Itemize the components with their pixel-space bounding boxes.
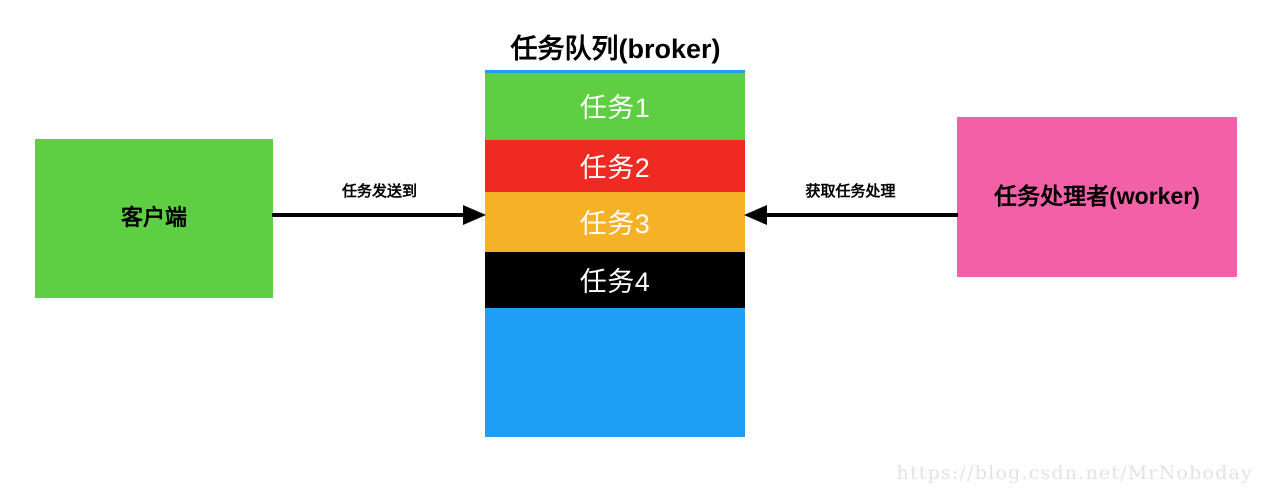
diagram-title-text: 任务队列(broker) bbox=[510, 34, 721, 64]
arrow-label-fetch-task: 获取任务处理 bbox=[805, 183, 896, 200]
arrow-client-to-broker bbox=[272, 205, 486, 225]
queue-slot-4-label: 任务4 bbox=[579, 266, 651, 297]
client-node-label: 客户端 bbox=[120, 205, 187, 231]
client-node: 客户端 bbox=[35, 139, 273, 298]
queue-slot-4: 任务4 bbox=[485, 252, 745, 308]
queue-slot-1: 任务1 bbox=[485, 73, 745, 140]
queue-slot-2: 任务2 bbox=[485, 140, 745, 192]
diagram-title: 任务队列(broker) bbox=[0, 27, 1267, 66]
arrow-worker-to-broker bbox=[744, 205, 958, 225]
watermark: https://blog.csdn.net/MrNoboday bbox=[896, 462, 1253, 484]
queue-slot-3-label: 任务3 bbox=[579, 208, 651, 239]
arrow-label-send-task: 任务发送到 bbox=[341, 183, 417, 200]
broker-queue-stack: 任务1 任务2 任务3 任务4 bbox=[485, 70, 745, 437]
queue-slot-empty bbox=[485, 308, 745, 437]
queue-top-cap bbox=[485, 70, 745, 73]
queue-slot-1-label: 任务1 bbox=[579, 93, 651, 123]
worker-node-label: 任务处理者(worker) bbox=[994, 183, 1200, 210]
queue-slot-2-label: 任务2 bbox=[579, 152, 651, 183]
queue-slot-3: 任务3 bbox=[485, 192, 745, 252]
worker-node: 任务处理者(worker) bbox=[957, 117, 1237, 277]
